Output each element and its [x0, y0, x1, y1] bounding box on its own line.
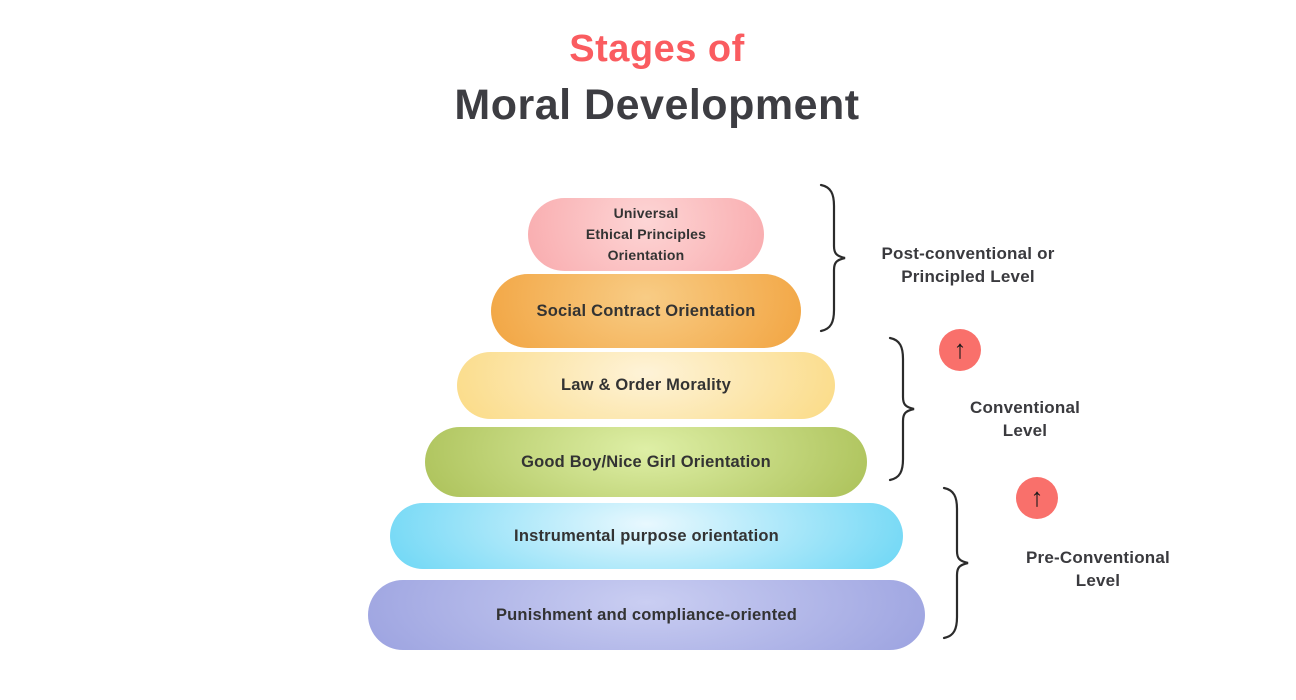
stage-universal-ethical-principles: Universal Ethical Principles Orientation	[528, 198, 764, 271]
page-title: Stages of Moral Development	[454, 28, 859, 130]
stage-label: Law & Order Morality	[561, 376, 731, 394]
stage-label: Good Boy/Nice Girl Orientation	[521, 452, 771, 471]
stage-label: Instrumental purpose orientation	[514, 526, 779, 545]
stage-label: Punishment and compliance-oriented	[495, 605, 798, 624]
title-line-1: Stages of	[569, 28, 745, 70]
title-line-2: Moral Development	[454, 81, 860, 129]
stage-punishment-and-compliance-oriented: Punishment and compliance-oriented	[368, 580, 925, 650]
up-arrow-icon: ↑	[953, 334, 967, 364]
up-arrow-icon: ↑	[1030, 482, 1044, 512]
stage-good-boy-nice-girl-orientation: Good Boy/Nice Girl Orientation	[425, 427, 867, 497]
level-label-post-conventional: Post-conventional or Principled Level	[881, 244, 1055, 286]
brace-post-conventional	[819, 183, 846, 333]
stage-law-and-order-morality: Law & Order Morality	[457, 352, 835, 419]
level-label-pre-conventional: Pre-Conventional Level	[1026, 548, 1170, 590]
stage-label: Social Contract Orientation	[536, 301, 756, 320]
brace-pre-conventional	[942, 486, 969, 640]
brace-conventional	[888, 336, 915, 482]
stage-instrumental-purpose-orientation: Instrumental purpose orientation	[390, 503, 903, 569]
stage-social-contract-orientation: Social Contract Orientation	[491, 274, 801, 348]
up-arrow-badge-pre-conventional: ↑	[1016, 477, 1058, 519]
level-label-conventional: Conventional Level	[969, 398, 1081, 440]
stage-label: Universal Ethical Principles Orientation	[585, 205, 707, 263]
up-arrow-badge-conventional: ↑	[939, 329, 981, 371]
